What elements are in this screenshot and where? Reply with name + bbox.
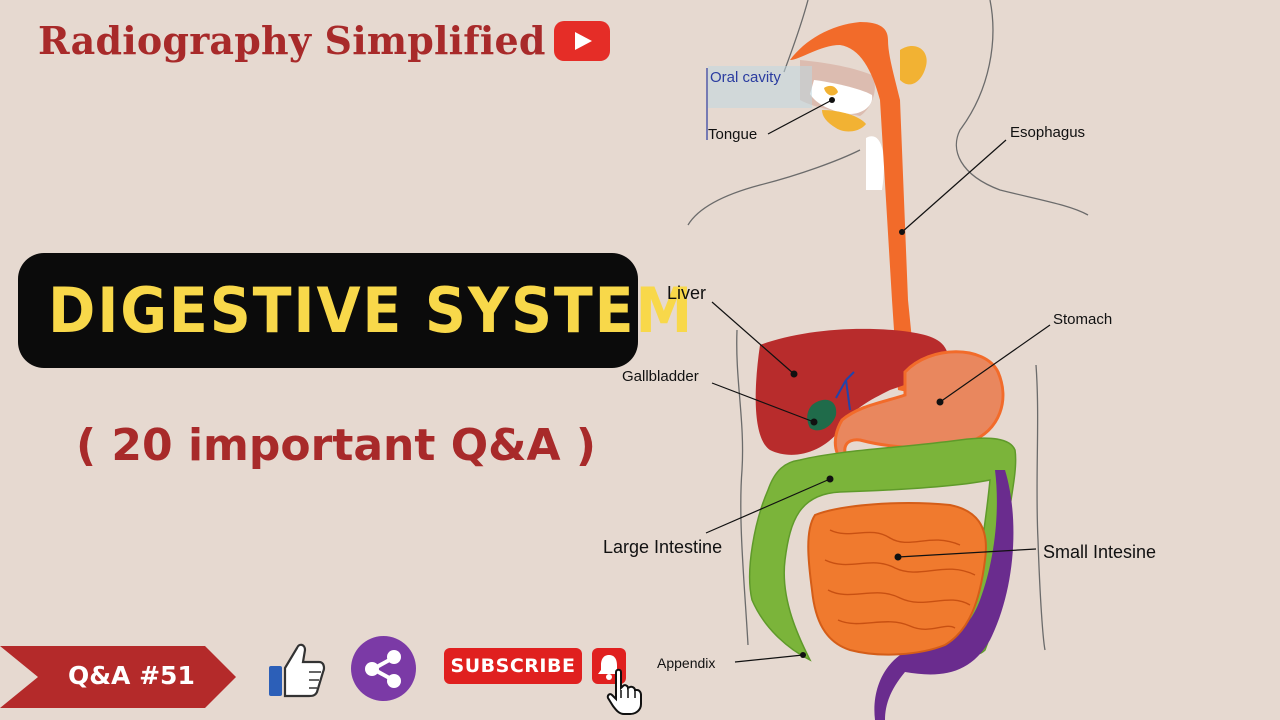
bell-icon xyxy=(598,655,620,680)
label-oral-cavity: Oral cavity xyxy=(710,69,781,86)
label-liver: Liver xyxy=(667,283,707,303)
label-stomach: Stomach xyxy=(1053,311,1113,328)
label-gallbladder: Gallbladder xyxy=(622,368,699,385)
small-intestine-shape xyxy=(807,502,987,656)
large-intestine-shape xyxy=(749,437,1017,662)
brand-header: Radiography Simplified xyxy=(38,18,610,63)
leader-lines xyxy=(705,68,1051,663)
share-icon xyxy=(365,650,401,688)
subscribe-button[interactable]: SUBSCRIBE xyxy=(444,648,582,684)
leader-dots xyxy=(790,97,944,658)
qa-badge: Q&A #51 xyxy=(0,646,236,708)
thumbs-up-icon xyxy=(269,643,326,698)
rectum-shape xyxy=(874,470,1014,720)
liver-shape xyxy=(755,328,948,455)
hand-pointer-icon xyxy=(604,668,644,716)
title-banner: DIGESTIVE SYSTEM xyxy=(18,253,692,368)
share-button[interactable] xyxy=(351,636,416,701)
label-large-intestine: Large Intestine xyxy=(603,537,723,557)
digestive-system-diagram xyxy=(687,0,1089,720)
esophagus-shape xyxy=(790,22,930,395)
qa-badge-arrow-icon xyxy=(0,646,236,708)
label-esophagus: Esophagus xyxy=(1010,124,1086,141)
brand-name: Radiography Simplified xyxy=(38,18,546,63)
oral-structures xyxy=(800,45,927,190)
qa-badge-label: Q&A #51 xyxy=(68,661,195,690)
youtube-logo-icon xyxy=(553,20,610,61)
subscribe-label: SUBSCRIBE xyxy=(450,655,576,677)
label-appendix: Appendix xyxy=(657,655,716,671)
subtitle: ( 20 important Q&A ) xyxy=(76,420,596,471)
label-tongue: Tongue xyxy=(708,126,758,143)
page-title: DIGESTIVE SYSTEM xyxy=(48,274,695,347)
label-small-intestine: Small Intesine xyxy=(1043,542,1157,562)
like-button[interactable] xyxy=(265,638,327,700)
